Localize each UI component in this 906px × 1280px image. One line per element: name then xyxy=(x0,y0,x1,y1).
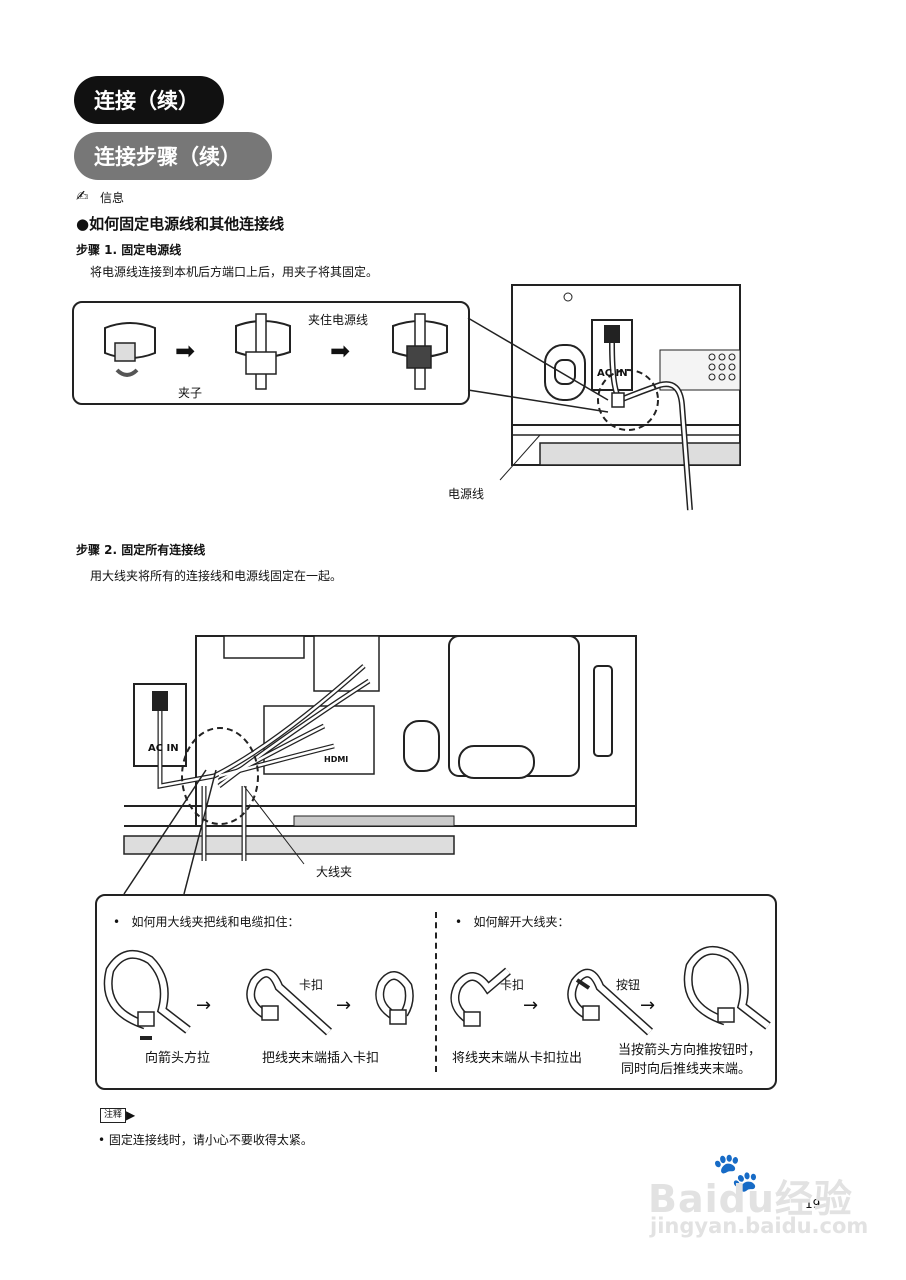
instructions-divider xyxy=(435,912,437,1072)
bullet-how-to-fasten-text: 如何用大线夹把线和电缆扣住： xyxy=(131,915,300,929)
cable-tie-loop-diagram xyxy=(103,949,191,1040)
arrow-right-icon: ➡ xyxy=(175,337,196,365)
step2-hdmi-label: HDMI xyxy=(324,755,349,764)
note-badge-label: 注释 xyxy=(100,1107,127,1123)
caption-press-line2: 同时向后推线夹末端。 xyxy=(621,1062,752,1077)
step1-callout-pointer xyxy=(467,317,609,413)
label-button: 按钮 xyxy=(616,978,641,992)
info-heading: ●如何固定电源线和其他连接线 xyxy=(76,215,285,233)
watermark-paw-icon: 🐾 xyxy=(712,1150,760,1194)
note-text: • 固定连接线时，请小心不要收得太紧。 xyxy=(98,1133,313,1147)
arrow-right-icon: → xyxy=(336,995,352,1016)
step2-body: 用大线夹将所有的连接线和电源线固定在一起。 xyxy=(90,569,343,583)
bullet-how-to-release-text: 如何解开大线夹： xyxy=(473,915,570,929)
step1-tv-back-illustration xyxy=(499,284,741,511)
clip-step-closing xyxy=(235,313,291,390)
bullet-how-to-release: • 如何解开大线夹： xyxy=(455,915,570,929)
watermark-brand: Baidu经验 xyxy=(648,1177,853,1221)
label-buckle-2: 卡扣 xyxy=(500,978,525,992)
arrow-right-icon: → xyxy=(640,995,656,1016)
step1-ac-in-label: AC IN xyxy=(597,368,628,379)
section-title: 连接（续） xyxy=(74,76,224,124)
clip-step-closed xyxy=(392,313,448,390)
arrow-right-icon: → xyxy=(196,995,212,1016)
caption-pull: 向箭头方拉 xyxy=(145,1051,211,1066)
arrow-right-icon: → xyxy=(523,995,539,1016)
info-pen-icon: ✍ xyxy=(76,187,89,205)
step1-body: 将电源线连接到本机后方端口上后，用夹子将其固定。 xyxy=(90,265,379,279)
caption-pullout: 将线夹末端从卡扣拉出 xyxy=(452,1051,583,1066)
step2-callout-pointer xyxy=(123,769,217,895)
label-buckle-1: 卡扣 xyxy=(299,978,324,992)
info-label: 信息 xyxy=(100,191,125,205)
clip-step-open xyxy=(104,322,156,377)
note-arrow-icon: ▶ xyxy=(126,1108,136,1122)
cable-tie-fastened-diagram xyxy=(375,971,414,1025)
cable-tie-released-diagram xyxy=(683,945,771,1030)
arrow-right-icon: ➡ xyxy=(330,337,351,365)
label-big-clamp: 大线夹 xyxy=(316,865,353,879)
caption-press-line1: 当按箭头方向推按钮时， xyxy=(618,1043,762,1058)
label-clip: 夹子 xyxy=(178,386,203,400)
cable-tie-button-diagram xyxy=(567,968,654,1036)
watermark-url: jingyan.baidu.com xyxy=(650,1214,869,1238)
page-number: 19 xyxy=(805,1197,821,1211)
subsection-title: 连接步骤（续） xyxy=(74,132,272,180)
step1-title: 步骤 1. 固定电源线 xyxy=(76,243,182,257)
step2-title: 步骤 2. 固定所有连接线 xyxy=(76,543,206,557)
label-power-cord: 电源线 xyxy=(448,487,485,501)
bullet-how-to-fasten: • 如何用大线夹把线和电缆扣住： xyxy=(113,915,300,929)
step2-ac-in-label: AC IN xyxy=(148,743,179,754)
note-badge: 注释 ▶ xyxy=(100,1107,135,1123)
caption-insert: 把线夹末端插入卡扣 xyxy=(262,1051,380,1066)
step2-tv-back-illustration xyxy=(123,635,637,865)
cable-tie-pullout-diagram xyxy=(450,967,511,1027)
label-clamp-power: 夹住电源线 xyxy=(308,313,369,327)
cable-tie-insert-diagram xyxy=(246,968,333,1036)
